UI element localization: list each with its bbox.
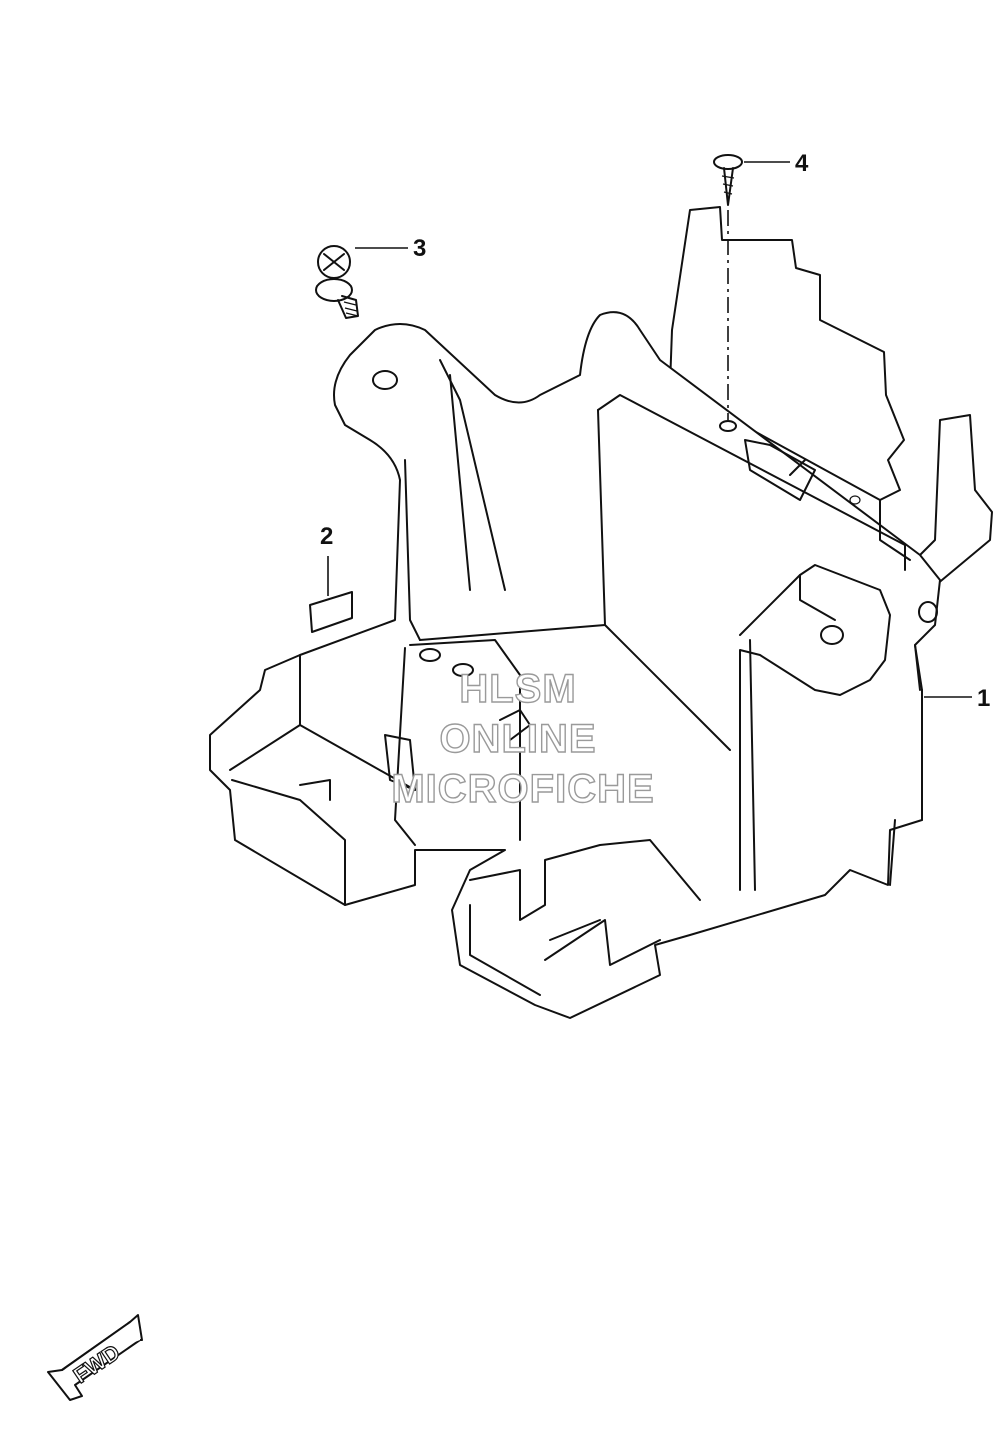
screw-washer-part[interactable] <box>315 245 359 319</box>
label-pad-part[interactable] <box>309 591 353 633</box>
watermark-line-3: MICROFICHE <box>391 767 654 811</box>
callout-4: 4 <box>795 150 809 177</box>
callout-2: 2 <box>320 523 333 550</box>
tapping-screw-part[interactable] <box>713 154 743 206</box>
callout-3: 3 <box>413 235 426 262</box>
watermark-line-1: HLSM <box>459 667 576 711</box>
callout-1: 1 <box>977 685 990 712</box>
watermark-line-2: ONLINE <box>439 717 596 761</box>
watermark: HLSM ONLINE MICROFICHE <box>391 666 655 811</box>
leader-lines <box>327 161 972 698</box>
fwd-arrow-icon: FWD <box>47 1314 143 1401</box>
